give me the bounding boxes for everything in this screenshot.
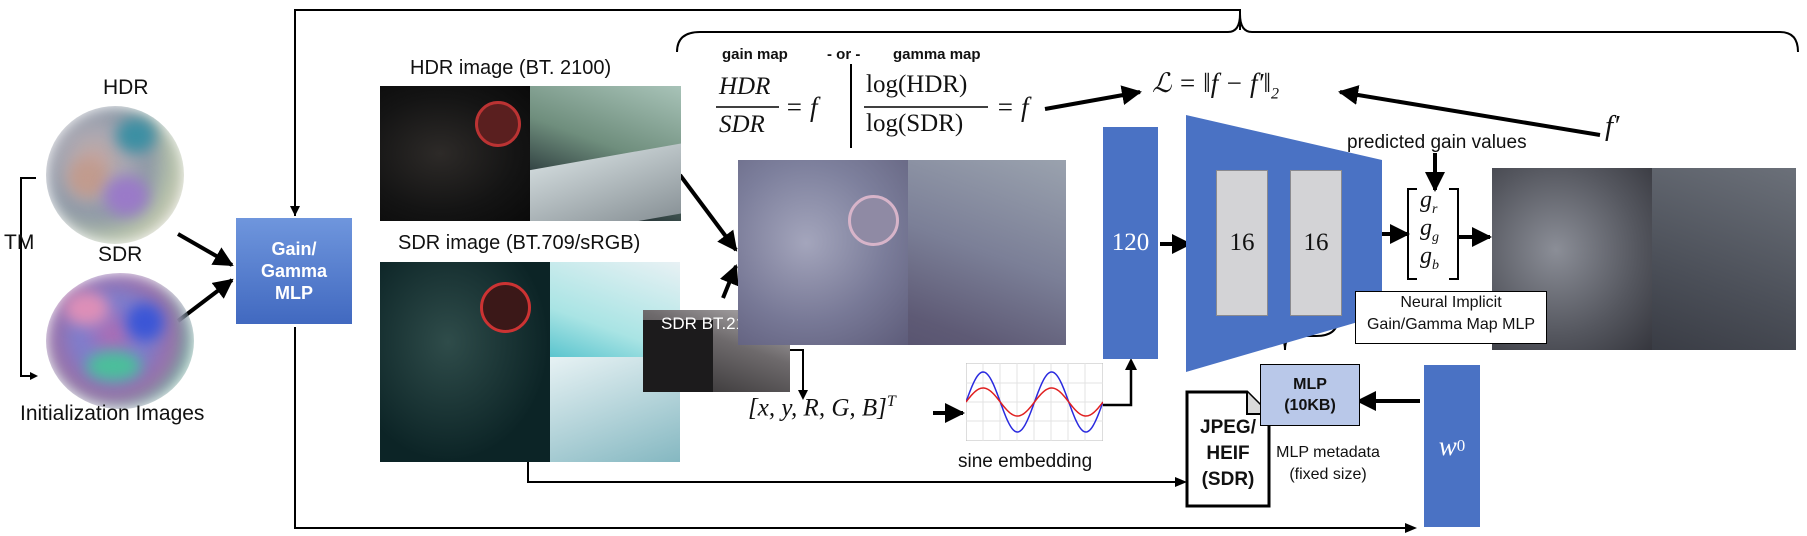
init-caption: Initialization Images [20, 402, 205, 425]
neural-line2: Gain/Gamma Map MLP [1366, 316, 1536, 333]
jpeg-line1: JPEG/ [1200, 417, 1256, 438]
formula-to-loss-arrow [1044, 85, 1142, 111]
sdr-to-jpeg-line [527, 462, 1183, 483]
gain-map-label: gain map [722, 46, 788, 63]
gain-gamma-line1: Gain/ [271, 239, 317, 259]
sdr-to-combined-arrow [719, 264, 739, 299]
combined-input-image [738, 160, 1066, 345]
f-prime-label: f′ [1605, 110, 1620, 142]
sdr-image [380, 262, 680, 462]
hdr-image [380, 86, 681, 221]
gain-r: gr [1420, 187, 1438, 217]
loss-formula: ℒ = ‖f − f′‖2 [1152, 68, 1279, 103]
mlp-metadata-block: MLP (10KB) [1260, 364, 1360, 426]
fprime-to-loss-arrow [1338, 85, 1601, 137]
gain-g: gg [1420, 215, 1439, 245]
jpeg-heif-label: JPEG/ HEIF (SDR) [1187, 415, 1269, 493]
gain-denominator: SDR [719, 111, 765, 138]
gain-vector: gr gg gb [1407, 187, 1459, 280]
gain-gamma-line3: MLP [275, 283, 313, 303]
hidden-layer-1: 16 [1216, 170, 1268, 316]
sine-embedding-plot [966, 363, 1103, 441]
sdr-init-blob [46, 273, 194, 409]
hdr-init-blob [46, 106, 184, 244]
sine-embedding-label: sine embedding [958, 451, 1093, 472]
w0-symbol: w [1438, 430, 1457, 461]
sdr-init-label: SDR [98, 243, 143, 266]
sine-curve-red [966, 387, 1103, 417]
gain-b: gb [1420, 243, 1439, 273]
vector-sup: T [886, 393, 896, 410]
mlp-line1: MLP [1293, 376, 1327, 393]
top-brace [676, 13, 1799, 53]
gain-gamma-mlp-block: Gain/ Gamma MLP [236, 218, 352, 324]
gain-gamma-line2: Gamma [260, 261, 328, 281]
gamma-map-label: gamma map [893, 46, 981, 63]
mlp-line2: (10KB) [1284, 397, 1336, 414]
tm-bracket [20, 177, 36, 377]
hdr-to-combined-arrow [678, 173, 738, 252]
predicted-gain-label: predicted gain values [1347, 132, 1527, 153]
vector-text: [x, y, R, G, B] [748, 394, 887, 422]
hdr-image-title: HDR image (BT. 2100) [410, 57, 612, 79]
sine-to-input-line [1103, 362, 1133, 407]
input-vector: [x, y, R, G, B]T [748, 393, 896, 422]
gain-numerator: HDR [719, 73, 771, 100]
hidden-layer-2: 16 [1290, 170, 1342, 316]
metadata-line1: MLP metadata [1276, 444, 1380, 461]
gain-equals-f: = f [785, 92, 818, 122]
gamma-equals-f: = f [996, 92, 1029, 122]
sdr-image-title: SDR image (BT.709/sRGB) [398, 232, 641, 254]
hdr-init-label: HDR [103, 76, 149, 99]
gamma-denominator: log(SDR) [866, 110, 964, 137]
w0-subscript: 0 [1456, 436, 1466, 455]
jpeg-line2: HEIF [1206, 443, 1250, 464]
mlp-metadata-caption: MLP metadata (fixed size) [1268, 442, 1388, 486]
neural-implicit-label: Neural Implicit Gain/Gamma Map MLP [1355, 291, 1547, 344]
metadata-line2: (fixed size) [1289, 466, 1367, 483]
neural-line1: Neural Implicit [1400, 294, 1502, 311]
hdr-to-mlp-arrow [177, 232, 234, 267]
tm-arrow-head [30, 372, 38, 380]
loss-text: ℒ = ‖f − f′‖ [1152, 68, 1271, 98]
bottom-loop-line [294, 327, 1413, 529]
gamma-numerator: log(HDR) [866, 71, 968, 98]
or-label: - or - [827, 46, 861, 63]
bt2100-to-vector-line [790, 349, 804, 398]
input-layer-block: 120 [1103, 127, 1158, 359]
tm-label: TM [4, 231, 35, 254]
jpeg-line3: (SDR) [1201, 469, 1255, 490]
loss-subscript: 2 [1270, 85, 1279, 103]
